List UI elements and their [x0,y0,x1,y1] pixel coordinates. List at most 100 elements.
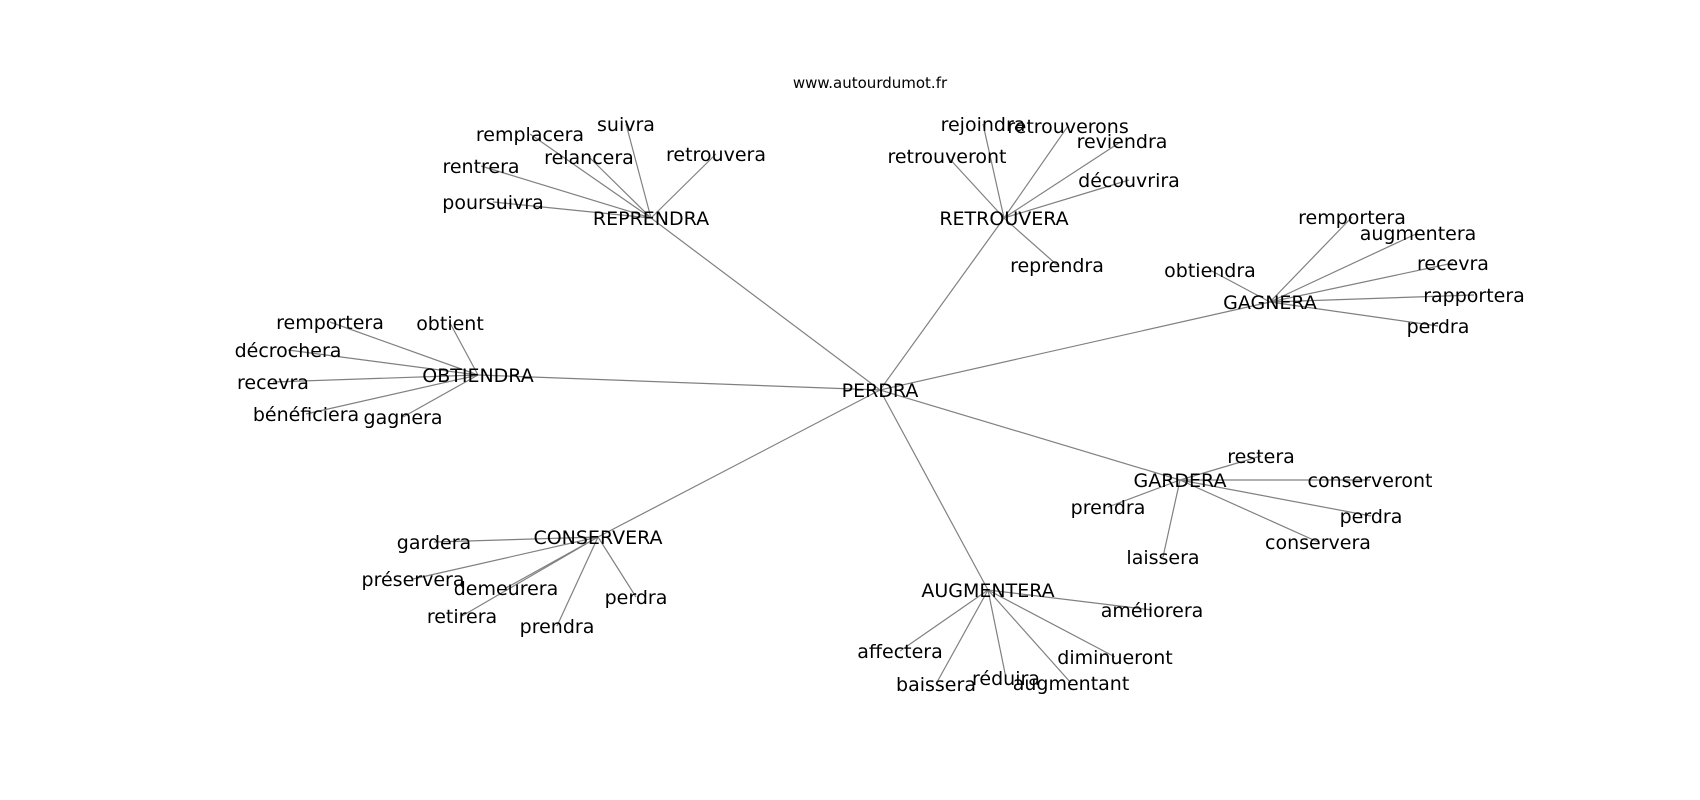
edge-augmentera-affectera [899,589,989,652]
edge-gagnera-recevra [1269,262,1454,303]
edge-retrouvera-rejoindra [982,123,1005,219]
edge-center-gagnera [879,301,1271,391]
center-node-label: PERDRA [842,380,919,402]
leaf-node-reduira: réduira [972,668,1040,690]
edge-retrouvera-retrouveront [946,155,1005,219]
edge-obtiendra-remportera [329,321,479,376]
leaf-node-decrochera: décrochera [235,340,342,362]
leaf-node-diminueront: diminueront [1057,647,1172,669]
graph-labels: PERDRA REPRENDRA suivra remplacerarelancera… [235,114,1525,696]
leaf-node-preservera: préservera [362,569,465,591]
leaf-node-relancera: relancera [544,147,634,169]
leaf-node-obtient: obtient [416,313,484,335]
leaf-node-suivra: suivra [597,114,655,136]
edge-obtiendra-gagnera [402,374,479,418]
edge-obtiendra-decrochera [287,349,479,376]
leaf-node-poursuivra: poursuivra [442,192,543,214]
hub-node-augmentera: AUGMENTERA [921,580,1054,602]
edge-obtiendra-beneficiera [305,374,479,415]
leaf-node-perdra: perdra [1340,506,1403,528]
edge-center-gardera [879,389,1181,481]
edge-augmentera-augmentant [987,589,1072,684]
edge-reprendra-relancera [588,156,652,219]
edge-conservera-retirera [461,536,599,617]
leaf-node-recevra: recevra [1417,253,1489,275]
hub-node-gardera: GARDERA [1134,470,1227,492]
hub-node-conservera: CONSERVERA [533,527,662,549]
edge-reprendra-remplacera [529,133,652,219]
edge-reprendra-rentrera [480,165,652,219]
edge-gagnera-rapportera [1269,294,1475,303]
leaf-node-decouvrira: découvrira [1078,170,1180,192]
hub-node-retrouvera: RETROUVERA [939,208,1068,230]
edge-center-conservera [597,389,881,538]
edge-retrouvera-reprendra [1003,217,1058,266]
leaf-node-restera: restera [1227,446,1295,468]
leaf-node-affectera: affectera [857,641,942,663]
edge-gagnera-remportera [1269,216,1353,303]
edge-reprendra-poursuivra [492,201,652,219]
leaf-node-remportera: remportera [276,312,384,334]
edge-center-obtiendra [477,374,881,391]
edge-center-reprendra [650,217,881,391]
leaf-node-gardera: gardera [397,532,471,554]
leaf-node-obtiendra: obtiendra [1164,260,1256,282]
edge-gardera-restera [1179,455,1262,481]
leaf-node-baissera: baissera [896,674,976,696]
leaf-node-rentrera: rentrera [442,156,519,178]
edge-retrouvera-reviendra [1003,140,1123,219]
edge-gagnera-augmentera [1269,232,1419,303]
leaf-node-conservera: conservera [1265,532,1371,554]
leaf-node-retirera: retirera [427,606,497,628]
leaf-node-prendra: prendra [1071,497,1146,519]
edge-gagnera-obtiendra [1209,269,1271,303]
edge-gardera-perdra [1179,479,1372,517]
leaf-node-rapportera: rapportera [1423,285,1525,307]
leaf-node-perdra: perdra [605,587,668,609]
leaf-node-reprendra: reprendra [1010,255,1104,277]
edge-conservera-prendra [556,536,599,627]
leaf-node-augmentera: augmentera [1360,223,1477,245]
hub-node-gagnera: GAGNERA [1223,292,1317,314]
leaf-node-rejoindra: rejoindra [941,114,1026,136]
edge-gagnera-perdra [1269,301,1439,327]
edge-obtiendra-obtient [449,322,479,376]
leaf-node-ameliorera: améliorera [1101,600,1204,622]
leaf-node-remplacera: remplacera [476,124,584,146]
edge-reprendra-suivra [625,123,652,219]
leaf-node-augmentant: augmentant [1013,673,1130,695]
leaf-node-prendra: prendra [520,616,595,638]
hub-node-obtiendra: OBTIENDRA [422,365,533,387]
leaf-node-retrouvera: retrouvera [666,144,766,166]
edge-retrouvera-retrouverons [1003,125,1069,219]
graph-edges [272,123,1475,685]
leaf-node-beneficiera: bénéficiera [253,404,359,426]
edge-conservera-gardera [433,536,599,543]
leaf-node-reviendra: reviendra [1077,131,1168,153]
edge-retrouvera-decouvrira [1003,179,1130,219]
leaf-node-recevra: recevra [237,372,309,394]
edge-center-augmentera [879,389,989,591]
edge-obtiendra-recevra [272,374,479,383]
leaf-node-perdra: perdra [1407,316,1470,338]
leaf-node-gagnera: gagnera [364,407,443,429]
edge-augmentera-baissera [935,589,989,685]
watermark-text: www.autourdumot.fr [793,74,948,92]
leaf-node-conserveront: conserveront [1308,470,1433,492]
edge-conservera-preservera [412,536,599,580]
leaf-node-remportera: remportera [1298,207,1406,229]
edge-reprendra-retrouvera [650,153,717,219]
edge-center-retrouvera [879,217,1005,391]
edge-gardera-prendra [1107,479,1181,508]
leaf-node-retrouverons: retrouverons [1007,116,1129,138]
edge-augmentera-diminueront [987,589,1116,658]
leaf-node-demeurera: demeurera [454,578,559,600]
leaf-node-retrouveront: retrouveront [887,146,1006,168]
edge-augmentera-ameliorera [987,589,1153,611]
edge-gardera-conservera [1179,479,1319,543]
edge-gardera-laissera [1162,479,1181,558]
hub-node-reprendra: REPRENDRA [593,208,709,230]
leaf-node-laissera: laissera [1126,547,1199,569]
edge-conservera-perdra [597,536,637,598]
